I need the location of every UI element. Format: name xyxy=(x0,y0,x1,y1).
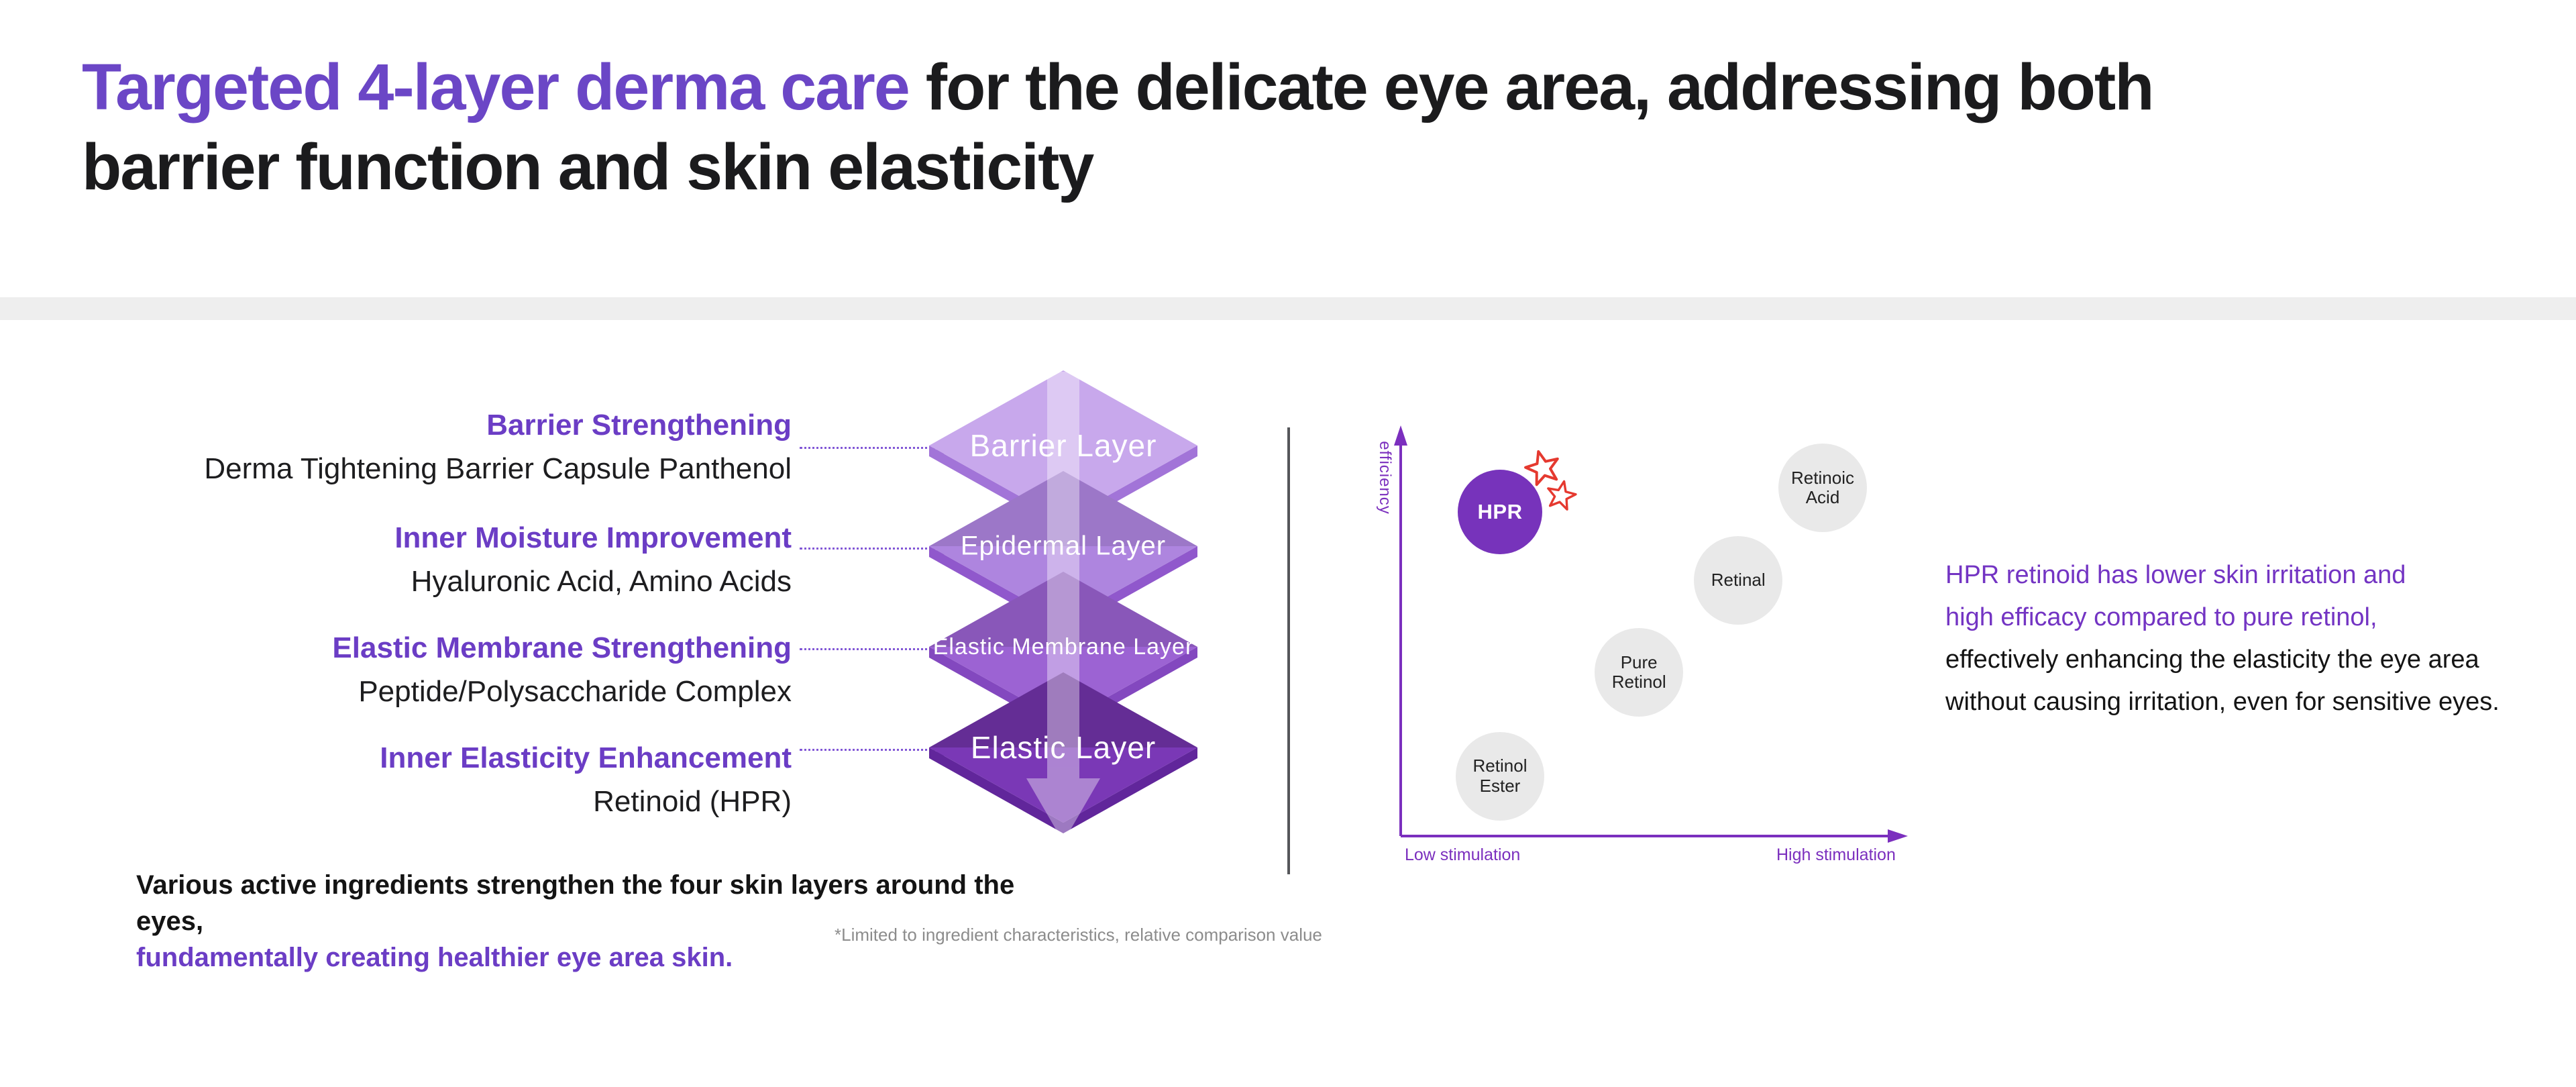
summary-line1: Various active ingredients strengthen th… xyxy=(136,870,1015,936)
insight-line: effectively enhancing the elasticity the… xyxy=(1945,645,2479,674)
page-title: Targeted 4-layer derma care for the deli… xyxy=(82,47,2497,207)
layer-label-elastic: Elastic Layer xyxy=(970,730,1157,765)
insight-line: HPR retinoid has lower skin irritation a… xyxy=(1945,561,2406,589)
summary-line2: fundamentally creating healthier eye are… xyxy=(136,943,733,972)
section-divider xyxy=(1287,427,1290,874)
label-block-barrier: Barrier Strengthening Derma Tightening B… xyxy=(101,403,792,490)
footnote: *Limited to ingredient characteristics, … xyxy=(835,925,1322,945)
x-axis-arrow-icon xyxy=(1888,829,1908,843)
chart-bubble-hpr: HPR xyxy=(1458,470,1542,555)
layer-label-epidermal: Epidermal Layer xyxy=(960,531,1167,561)
chart-bubble-retinoic-acid: Retinoic Acid xyxy=(1778,444,1867,533)
title-rest: for the delicate eye area, addressing bo… xyxy=(908,50,2155,123)
title-highlight: Targeted 4-layer derma care xyxy=(82,50,910,123)
label-block-moisture: Inner Moisture Improvement Hyaluronic Ac… xyxy=(101,515,792,603)
y-axis-label: efficiency xyxy=(1376,441,1394,515)
chart-bubble-retinal: Retinal xyxy=(1694,535,1783,625)
chart-axes xyxy=(1394,425,1908,843)
label-heading: Barrier Strengthening xyxy=(486,409,792,442)
label-heading: Inner Moisture Improvement xyxy=(394,521,792,554)
insight-line: high efficacy compared to pure retinol, xyxy=(1945,603,2377,631)
chart-bubble-retinol-ester: Retinol Ester xyxy=(1456,731,1544,821)
y-axis-arrow-icon xyxy=(1394,425,1407,446)
insight-line: without causing irritation, even for sen… xyxy=(1945,688,2500,716)
x-axis-label-low: Low stimulation xyxy=(1405,845,1521,864)
label-heading: Inner Elasticity Enhancement xyxy=(380,741,792,774)
label-heading: Elastic Membrane Strengthening xyxy=(332,631,792,664)
insight-paragraph: HPR retinoid has lower skin irritation a… xyxy=(1945,554,2549,723)
label-detail: Retinoid (HPR) xyxy=(593,785,792,818)
chart-bubble-pure-retinol: Pure Retinol xyxy=(1595,627,1684,717)
label-detail: Derma Tightening Barrier Capsule Panthen… xyxy=(204,452,792,485)
layer-label-barrier: Barrier Layer xyxy=(969,428,1157,463)
summary-text: Various active ingredients strengthen th… xyxy=(136,867,1075,976)
label-block-elasticity: Inner Elasticity Enhancement Retinoid (H… xyxy=(101,735,792,823)
down-arrow-icon xyxy=(1026,372,1100,842)
divider-band xyxy=(0,297,2576,320)
layer-label-membrane: Elastic Membrane Layer xyxy=(932,634,1194,660)
x-axis-label-high: High stimulation xyxy=(1776,845,1896,864)
label-block-membrane: Elastic Membrane Strengthening Peptide/P… xyxy=(101,625,792,713)
label-detail: Hyaluronic Acid, Amino Acids xyxy=(411,565,792,598)
label-detail: Peptide/Polysaccharide Complex xyxy=(358,675,792,708)
title-line2: barrier function and skin elasticity xyxy=(82,130,1094,204)
layer-stack-diagram xyxy=(929,370,1197,842)
sparkle-stars-icon xyxy=(1524,450,1577,511)
